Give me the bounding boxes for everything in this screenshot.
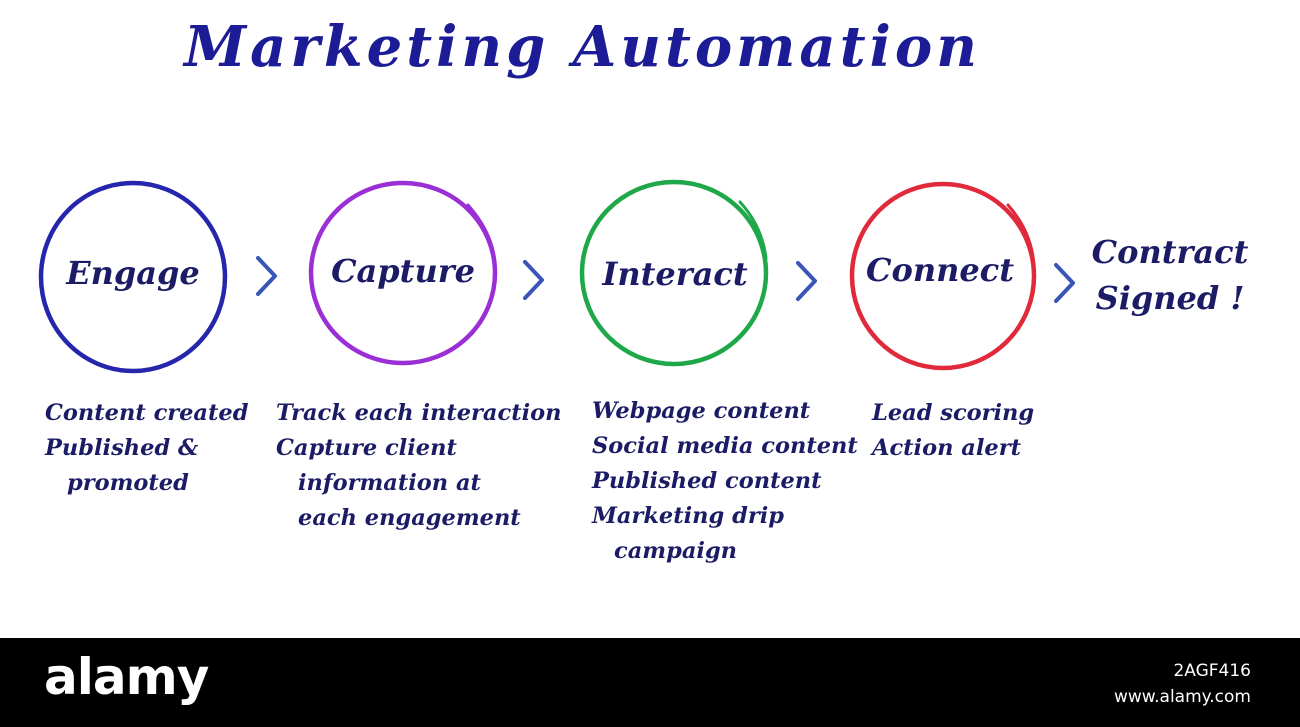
detail-line: each engagement — [298, 505, 521, 531]
detail-line: Webpage content — [592, 398, 811, 424]
detail-line: Track each interaction — [276, 400, 562, 426]
final-outcome-label: Contract Signed ! — [1080, 229, 1260, 321]
stage-circle-engage — [38, 180, 228, 374]
stage-circle-connect — [849, 181, 1037, 371]
final-outcome-line: Contract — [1091, 233, 1249, 271]
detail-line: Social media content — [592, 433, 858, 459]
image-id: 2AGF416 — [1173, 661, 1251, 681]
chevron-right-icon — [796, 261, 817, 301]
detail-line: promoted — [67, 470, 189, 496]
stage-label-engage: Engage — [66, 254, 200, 292]
detail-line: Capture client — [276, 435, 457, 461]
detail-line: Published content — [592, 468, 822, 494]
stage-label-connect: Connect — [866, 251, 1014, 289]
detail-line: information at — [298, 470, 481, 496]
detail-line: campaign — [614, 538, 738, 564]
stage-circle-interact — [579, 179, 769, 367]
detail-line: Marketing drip — [592, 503, 784, 529]
stage-label-interact: Interact — [602, 255, 748, 293]
chevron-right-icon — [1054, 263, 1075, 303]
alamy-logo: alamy — [44, 648, 209, 706]
detail-line: Published & — [45, 435, 199, 461]
detail-line: Lead scoring — [872, 400, 1035, 426]
chevron-right-icon — [523, 260, 544, 300]
watermark-bar: alamy 2AGF416 www.alamy.com — [0, 638, 1300, 727]
process-flow — [38, 179, 1075, 374]
final-outcome-line: Signed ! — [1095, 279, 1245, 317]
detail-line: Action alert — [872, 435, 1021, 461]
detail-line: Content created — [45, 400, 249, 426]
stage-circle-capture — [308, 180, 498, 366]
diagram-title: Marketing Automation — [184, 14, 981, 80]
stage-label-capture: Capture — [331, 252, 475, 290]
chevron-right-icon — [256, 256, 277, 296]
image-credit: 2AGF416 www.alamy.com — [1114, 658, 1251, 710]
site-url: www.alamy.com — [1113, 687, 1251, 707]
